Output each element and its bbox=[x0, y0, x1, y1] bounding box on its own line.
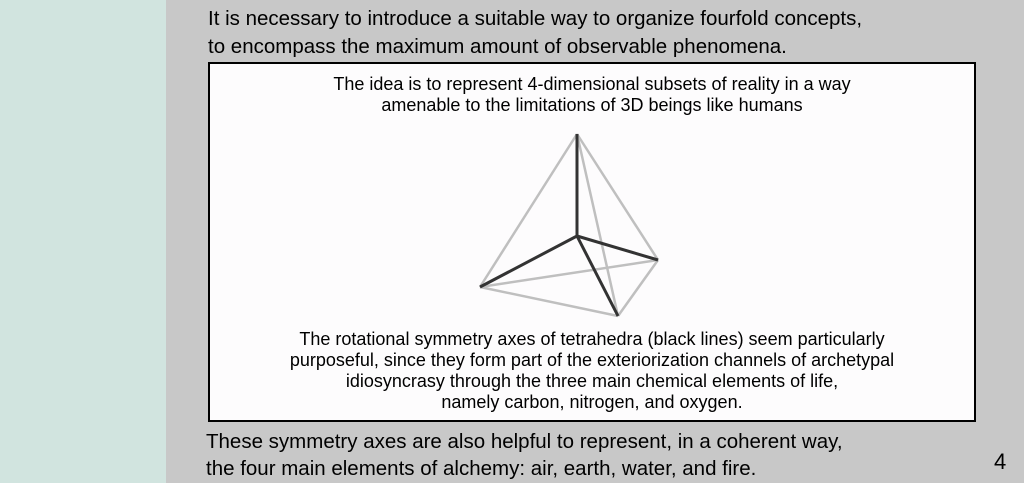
box-top-text: The idea is to represent 4-dimensional s… bbox=[210, 74, 974, 116]
page-number: 4 bbox=[994, 449, 1007, 474]
box-bottom-line-4: namely carbon, nitrogen, and oxygen. bbox=[441, 392, 743, 412]
tetra-edge-apex-left bbox=[478, 133, 579, 288]
tetrahedron-diagram bbox=[478, 133, 660, 318]
intro-text: It is necessary to introduce a suitable … bbox=[208, 5, 998, 61]
tetra-edge-apex-right bbox=[575, 133, 660, 261]
outro-line-2: the four main elements of alchemy: air, … bbox=[206, 457, 757, 480]
box-bottom-line-1: The rotational symmetry axes of tetrahed… bbox=[299, 329, 885, 349]
explanation-box: The idea is to represent 4-dimensional s… bbox=[208, 62, 976, 422]
outro-line-1: These symmetry axes are also helpful to … bbox=[206, 430, 843, 453]
box-bottom-text: The rotational symmetry axes of tetrahed… bbox=[210, 329, 974, 413]
intro-line-1: It is necessary to introduce a suitable … bbox=[208, 7, 863, 30]
box-bottom-line-2: purposeful, since they form part of the … bbox=[289, 350, 895, 370]
tetra-edge-left-right bbox=[479, 258, 659, 289]
symmetry-axis-right bbox=[576, 234, 659, 262]
tetra-edge-apex-bottom bbox=[575, 133, 620, 317]
outro-text: These symmetry axes are also helpful to … bbox=[206, 428, 966, 482]
box-top-line-1: The idea is to represent 4-dimensional s… bbox=[333, 74, 851, 94]
box-top-line-2: amenable to the limitations of 3D beings… bbox=[381, 95, 803, 115]
symmetry-axis-left bbox=[479, 234, 578, 289]
symmetry-axis-bottom bbox=[575, 235, 620, 317]
intro-line-2: to encompass the maximum amount of obser… bbox=[208, 35, 787, 58]
tetra-edge-bottom-right bbox=[616, 259, 660, 317]
tetra-edge-left-bottom bbox=[479, 285, 619, 318]
sidebar-panel bbox=[0, 0, 166, 483]
box-bottom-line-3: idiosyncrasy through the three main chem… bbox=[345, 371, 839, 391]
